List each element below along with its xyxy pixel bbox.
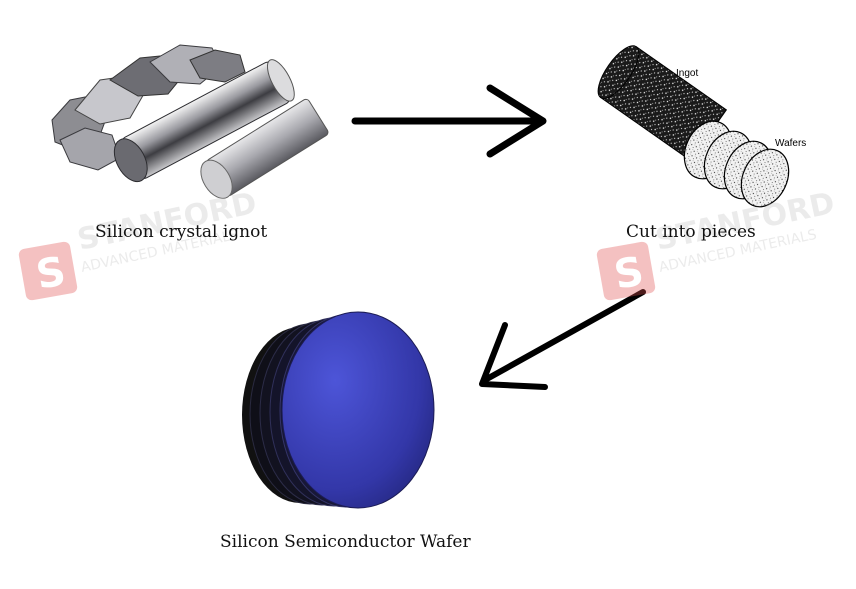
- silicon-ingot-image: [51, 44, 329, 199]
- arrow-down-left-icon: [479, 289, 646, 390]
- watermark-right: S STANFORD ADVANCED MATERIALS: [596, 186, 838, 301]
- arrow-right-icon: [351, 84, 547, 158]
- ingot-slicing-illustration: Ingot Wafers: [597, 45, 806, 208]
- watermark-left: S STANFORD ADVANCED MATERIALS: [18, 186, 260, 301]
- ingot-label: Ingot: [676, 68, 698, 79]
- step-3-caption: Silicon Semiconductor Wafer: [220, 532, 471, 552]
- wafer-stack-image: [242, 311, 435, 509]
- step-2-caption: Cut into pieces: [626, 222, 756, 242]
- wafers-label: Wafers: [775, 138, 806, 149]
- step-1-caption: Silicon crystal ignot: [95, 222, 268, 242]
